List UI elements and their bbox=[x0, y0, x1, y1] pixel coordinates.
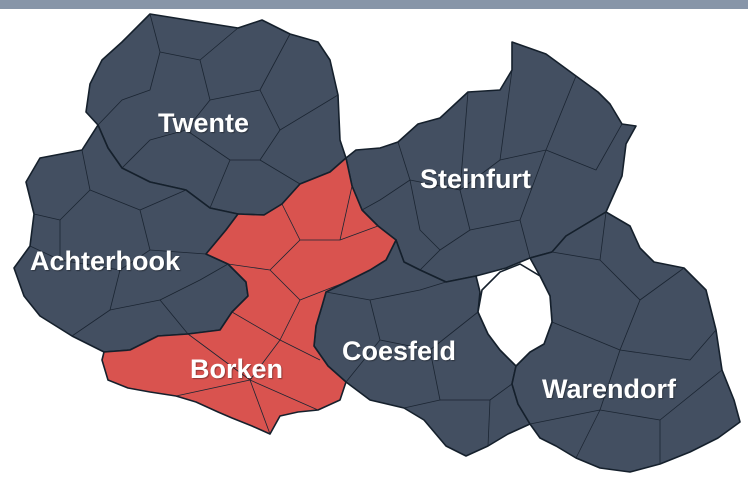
label-twente: Twente bbox=[158, 108, 250, 138]
label-warendorf: Warendorf bbox=[542, 374, 676, 404]
label-achterhook: Achterhook bbox=[30, 246, 181, 276]
enclave-hole bbox=[477, 263, 553, 368]
label-borken: Borken bbox=[190, 354, 284, 384]
label-steinfurt: Steinfurt bbox=[420, 164, 531, 194]
municipality-borders bbox=[29, 13, 723, 464]
region-borken[interactable] bbox=[101, 157, 397, 435]
label-coesfeld: Coesfeld bbox=[342, 336, 457, 366]
header-bar bbox=[0, 0, 748, 9]
